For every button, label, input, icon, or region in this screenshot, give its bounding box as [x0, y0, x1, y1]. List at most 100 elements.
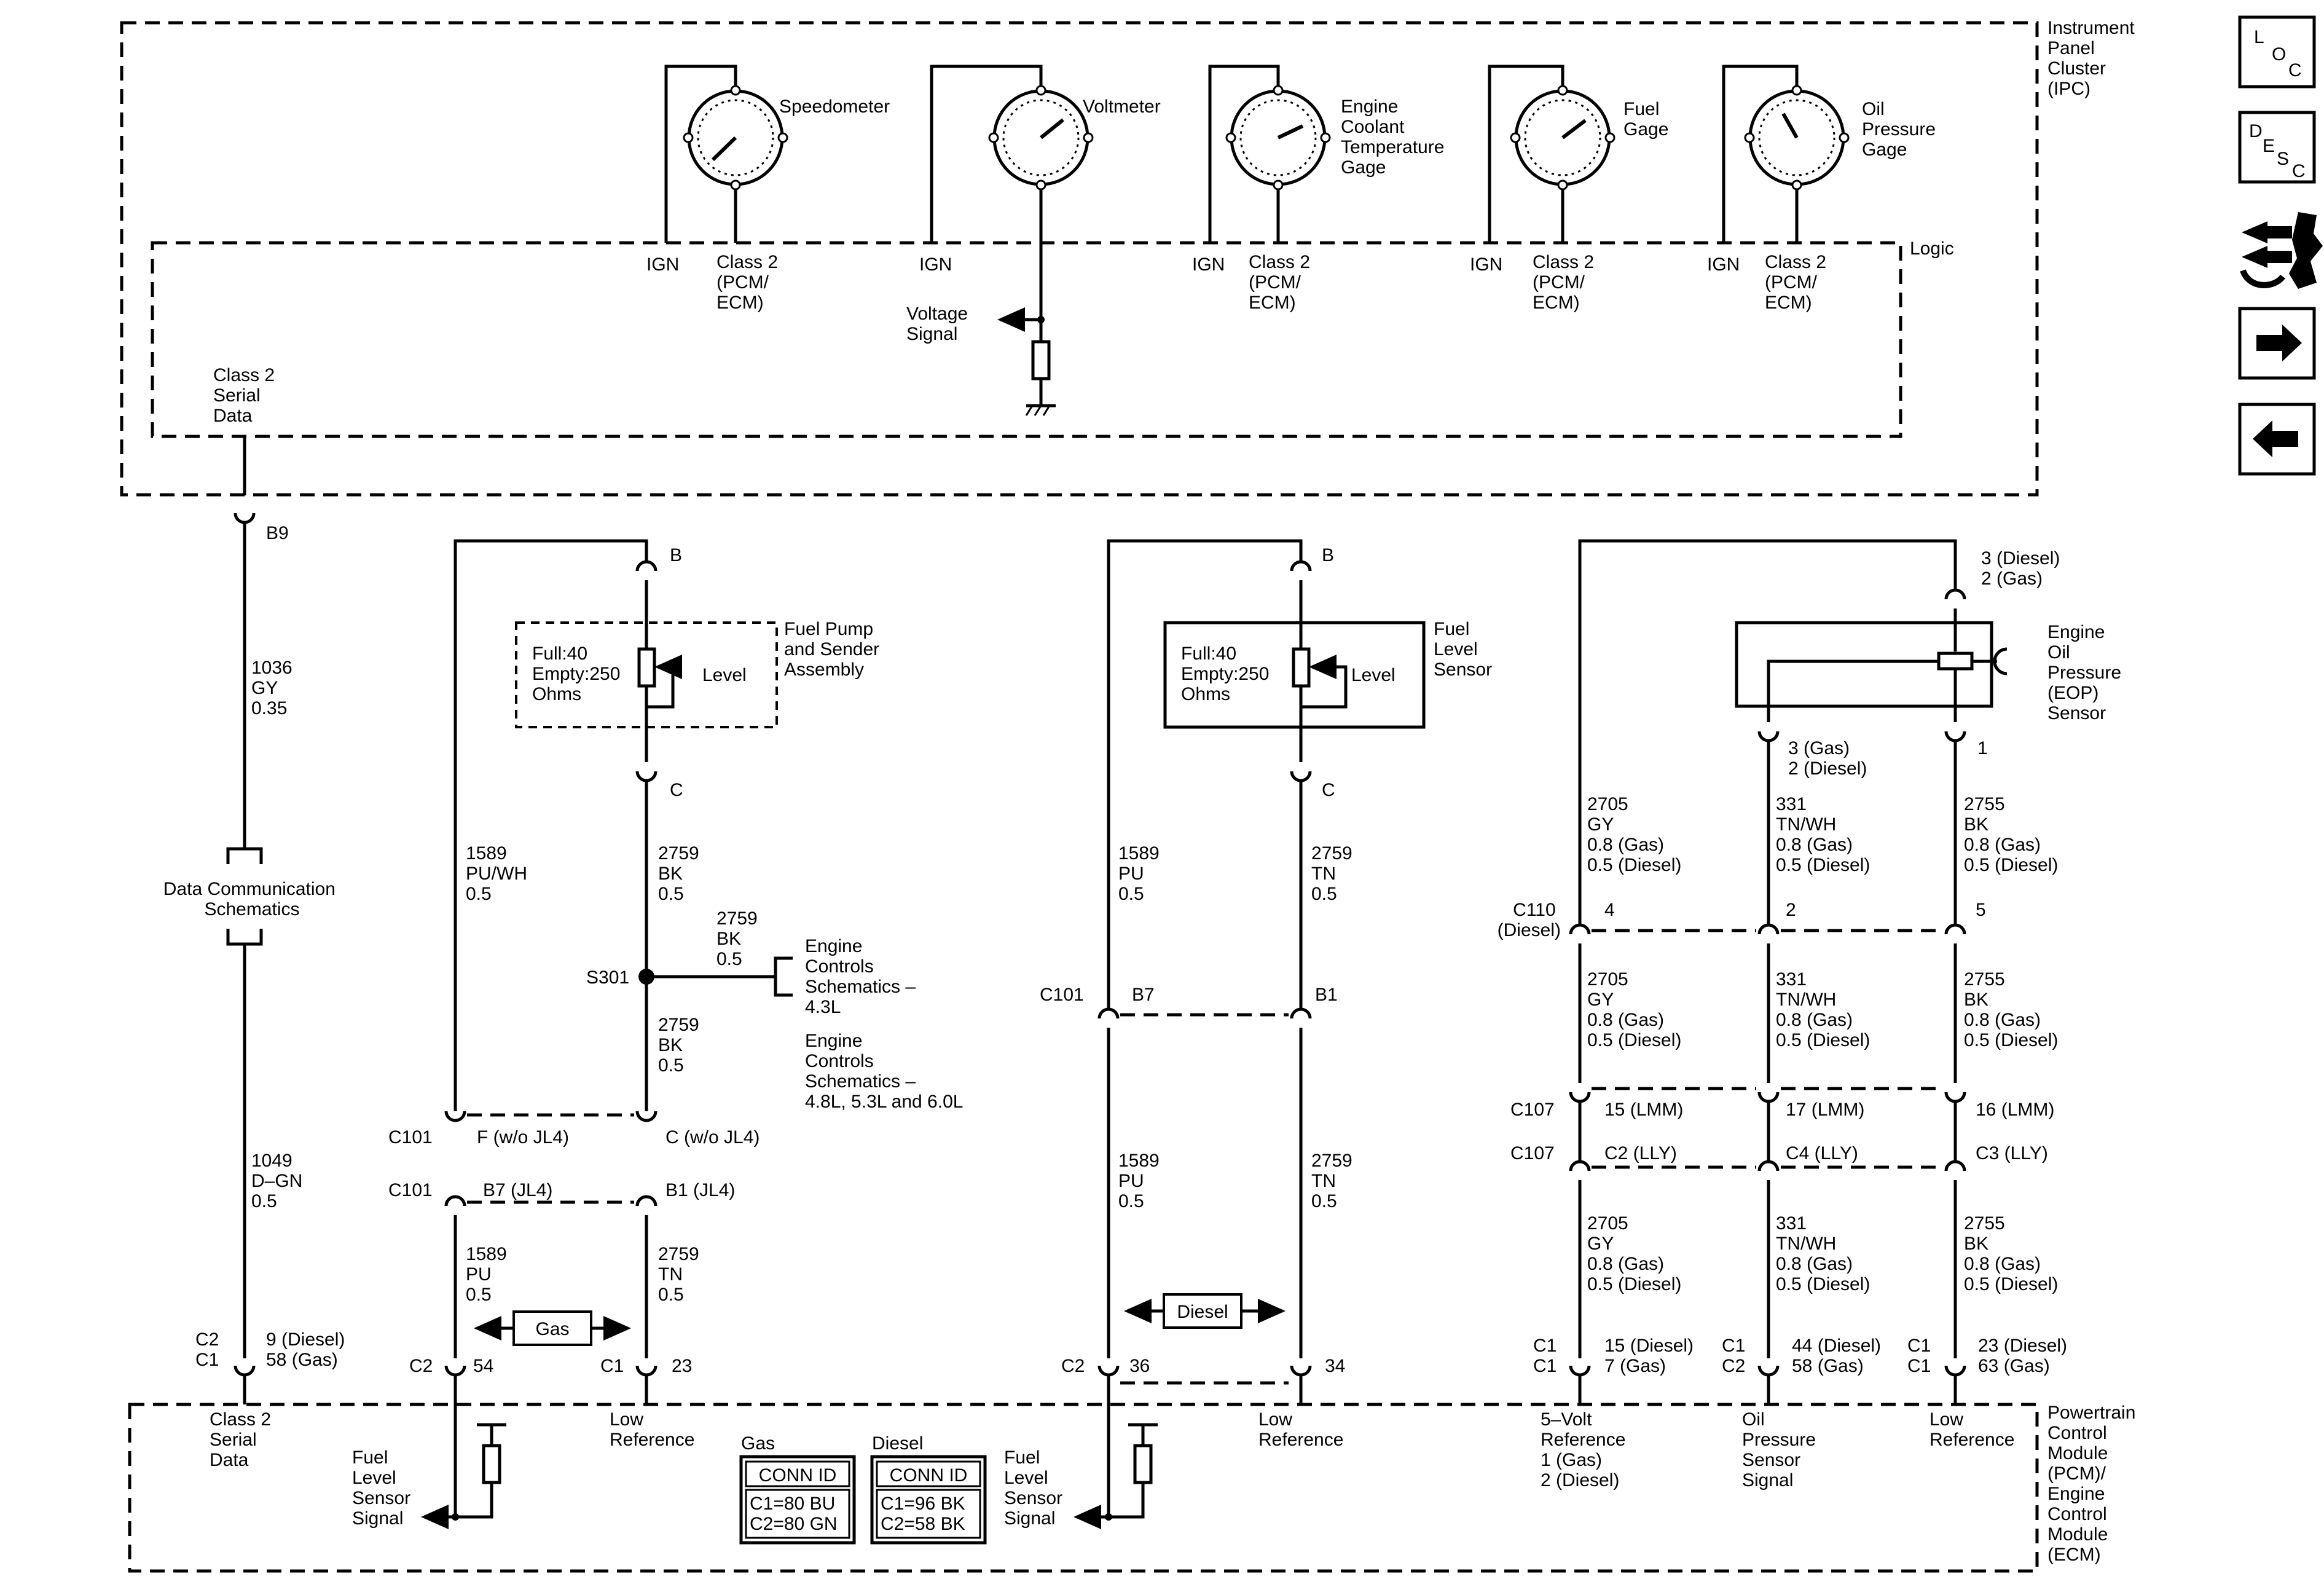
diesel-low-ref-label: Low Reference [1258, 1409, 1343, 1450]
data-comm-ref[interactable]: Data Communication Schematics [163, 879, 340, 919]
gas-c101b-left-pin: B7 (JL4) [483, 1180, 552, 1200]
c107a-pin-2: 17 (LMM) [1786, 1100, 1864, 1120]
wire-1049-label: 1049 D–GN 0.5 [251, 1151, 308, 1211]
gas-c1-pin: 23 [672, 1356, 692, 1376]
diesel-sender-label: Full:40 Empty:250 Ohms [1181, 644, 1274, 704]
pcm-label: Powertrain Control Module (PCM)/ Engine … [2047, 1403, 2141, 1565]
diesel-pin-c: C [1322, 780, 1335, 800]
gas-wire-2759-low-label: 2759 TN 0.5 [658, 1244, 704, 1305]
gas-c101a-label: C101 [388, 1127, 433, 1148]
c107b-pin-3: C3 (LLY) [1976, 1143, 2048, 1164]
engine-controls-43-ref[interactable]: Engine Controls Schematics – 4.3L [805, 936, 921, 1017]
diesel-fuel-signal-label: Fuel Level Sensor Signal [1004, 1447, 1067, 1529]
c110-pin-2: 2 [1786, 900, 1796, 920]
diesel-wire-2759-label: 2759 TN 0.5 [1311, 843, 1357, 904]
serial-pin-label: 9 (Diesel) 58 (Gas) [266, 1329, 350, 1370]
oil-gauge [1722, 65, 1850, 243]
oil-gauge-label: Oil Pressure Gage [1862, 99, 1941, 160]
eop-col1-conn: C1 C1 [1533, 1336, 1562, 1376]
pcm-boundary [128, 1403, 2039, 1573]
diesel-wire-2759-low-label: 2759 TN 0.5 [1311, 1151, 1357, 1211]
gas-conn-row-2: C2=80 GN [750, 1514, 838, 1534]
speedometer-label: Speedometer [779, 96, 890, 117]
ign-label-4: IGN [1470, 254, 1502, 275]
class2-pcm-label-5: Class 2(PCM/ECM) [1765, 252, 1826, 313]
diesel-conn-row-2: C2=58 BK [881, 1514, 965, 1534]
gas-fuel-signal-label: Fuel Level Sensor Signal [352, 1447, 415, 1529]
class2-serial-data-label: Class 2 Serial Data [213, 365, 280, 426]
wire-1036-label: 1036 GY 0.35 [251, 658, 297, 719]
diesel-wire-1589-label: 1589 PU 0.5 [1118, 843, 1164, 904]
pcm-oil-pressure-signal-label: Oil Pressure Sensor Signal [1742, 1409, 1821, 1490]
c107b-pin-1: C2 (LLY) [1604, 1143, 1677, 1164]
class2-pcm-label-1: Class 2(PCM/ECM) [716, 252, 778, 313]
eop-sensor-label: Engine Oil Pressure (EOP) Sensor [2047, 622, 2126, 723]
svg-text:C: C [2288, 60, 2302, 81]
diesel-conn-table: CONN ID C1=96 BK C2=58 BK [870, 1455, 987, 1545]
diesel-conn-row-1: C1=96 BK [881, 1494, 965, 1514]
desc-button[interactable]: D E S C [2238, 111, 2316, 184]
ect-gauge-label: Engine Coolant Temperature Gage [1341, 96, 1450, 178]
diesel-c2-pin: 36 [1129, 1356, 1150, 1376]
c107a-pin-3: 16 (LMM) [1976, 1100, 2054, 1120]
ipc-boundary [120, 21, 2039, 497]
c110-label: C110 (Diesel) [1498, 900, 1561, 940]
pcm-low-ref-label: Low Reference [1929, 1409, 2014, 1450]
gas-fuel-circuit [421, 539, 793, 1529]
c110-pin-3: 5 [1976, 900, 1986, 920]
diesel-pin-b: B [1322, 545, 1334, 565]
next-arrow-icon[interactable] [2238, 307, 2316, 380]
diesel-tag: Diesel [1177, 1302, 1228, 1322]
c107a-label: C107 [1510, 1100, 1555, 1120]
c107b-label: C107 [1510, 1143, 1555, 1164]
prev-arrow-icon[interactable] [2238, 403, 2316, 476]
svg-text:E: E [2263, 136, 2275, 156]
gas-pin-b: B [670, 545, 682, 565]
ign-label-3: IGN [1192, 254, 1225, 275]
eop-right-pin: 1 [1977, 738, 1988, 758]
pcm-5v-ref-label: 5–Volt Reference 1 (Gas) 2 (Diesel) [1541, 1409, 1631, 1490]
c107b-pin-2: C4 (LLY) [1786, 1143, 1858, 1164]
ect-gauge [1208, 65, 1331, 243]
gas-conn-header: CONN ID [759, 1465, 837, 1486]
voltmeter-gauge [930, 65, 1094, 416]
diesel-wire-1589-low-label: 1589 PU 0.5 [1118, 1151, 1164, 1211]
class2-pcm-label-4: Class 2(PCM/ECM) [1533, 252, 1594, 313]
logic-boundary [151, 241, 1902, 438]
diesel-fuel-level-sensor-label: Fuel Level Sensor [1434, 619, 1492, 680]
diesel-c1-pin: 34 [1325, 1356, 1345, 1376]
b9-pin-label: B9 [266, 523, 289, 543]
gas-low-ref-label: Low Reference [610, 1409, 694, 1450]
svg-text:L: L [2254, 27, 2264, 47]
logic-label: Logic [1910, 238, 1954, 259]
splice-wire-label: 2759 BK 0.5 [716, 908, 763, 969]
eop-col2-pins: 44 (Diesel) 58 (Gas) [1792, 1336, 1886, 1376]
pcm-class2-label: Class 2 Serial Data [210, 1409, 276, 1470]
gas-c101b-right-pin: B1 (JL4) [665, 1180, 735, 1200]
svg-text:C: C [2292, 161, 2306, 181]
gas-conn-table-title: Gas [741, 1433, 775, 1454]
gas-tag: Gas [535, 1319, 569, 1339]
diesel-c2-label: C2 [1061, 1356, 1085, 1376]
fuel-gauge-label: Fuel Gage [1623, 99, 1668, 140]
gas-wire-2759-label: 2759 BK 0.5 [658, 843, 704, 904]
svg-text:D: D [2249, 121, 2263, 141]
eop-col1-pins: 15 (Diesel) 7 (Gas) [1604, 1336, 1698, 1376]
gas-wire-2759b-label: 2759 BK 0.5 [658, 1015, 704, 1076]
engine-controls-48-ref[interactable]: Engine Controls Schematics – 4.8L, 5.3L … [805, 1031, 963, 1112]
eop-circuit [1569, 539, 2008, 1404]
eop-col3-pins: 23 (Diesel) 63 (Gas) [1978, 1336, 2072, 1376]
loc-button[interactable]: L O C [2238, 15, 2316, 89]
connector-icon[interactable] [2240, 212, 2323, 289]
ign-label-1: IGN [646, 254, 679, 275]
diesel-fuel-circuit [1074, 539, 1426, 1529]
speedometer-gauge [664, 65, 788, 243]
